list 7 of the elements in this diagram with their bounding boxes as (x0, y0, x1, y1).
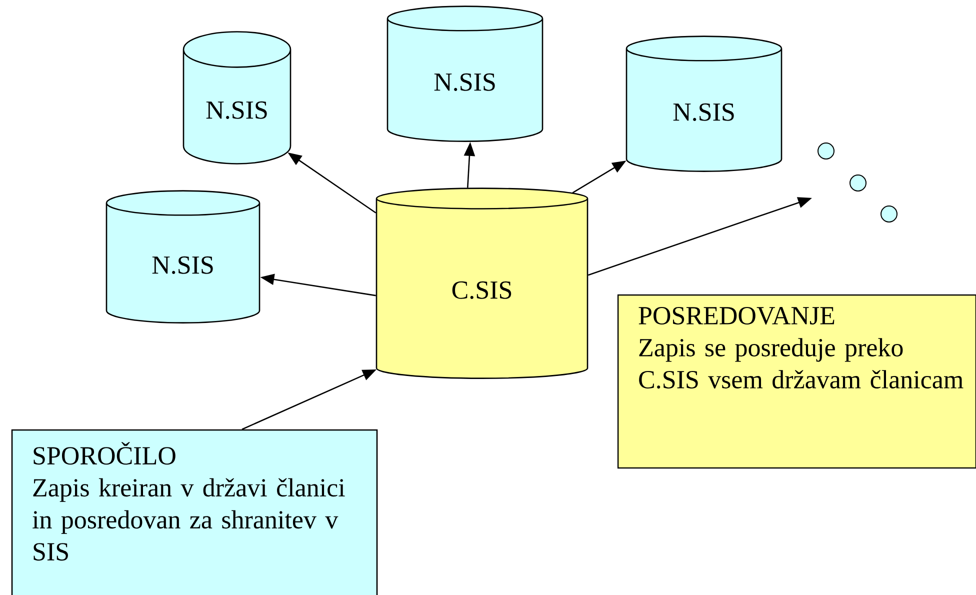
database-cylinder: N.SIS (626, 36, 782, 172)
text-box: SPOROČILO Zapis kreiran v državi članici in posredovan za shranitev v SIS (11, 429, 378, 595)
database-cylinder: N.SIS (106, 190, 260, 324)
database-cylinder: N.SIS (386, 6, 544, 142)
text-box: POSREDOVANJE Zapis se posreduje preko C.SIS vsem državam članicam (617, 294, 976, 469)
database-cylinder: C.SIS (376, 188, 588, 379)
database-cylinder: N.SIS (182, 31, 292, 164)
